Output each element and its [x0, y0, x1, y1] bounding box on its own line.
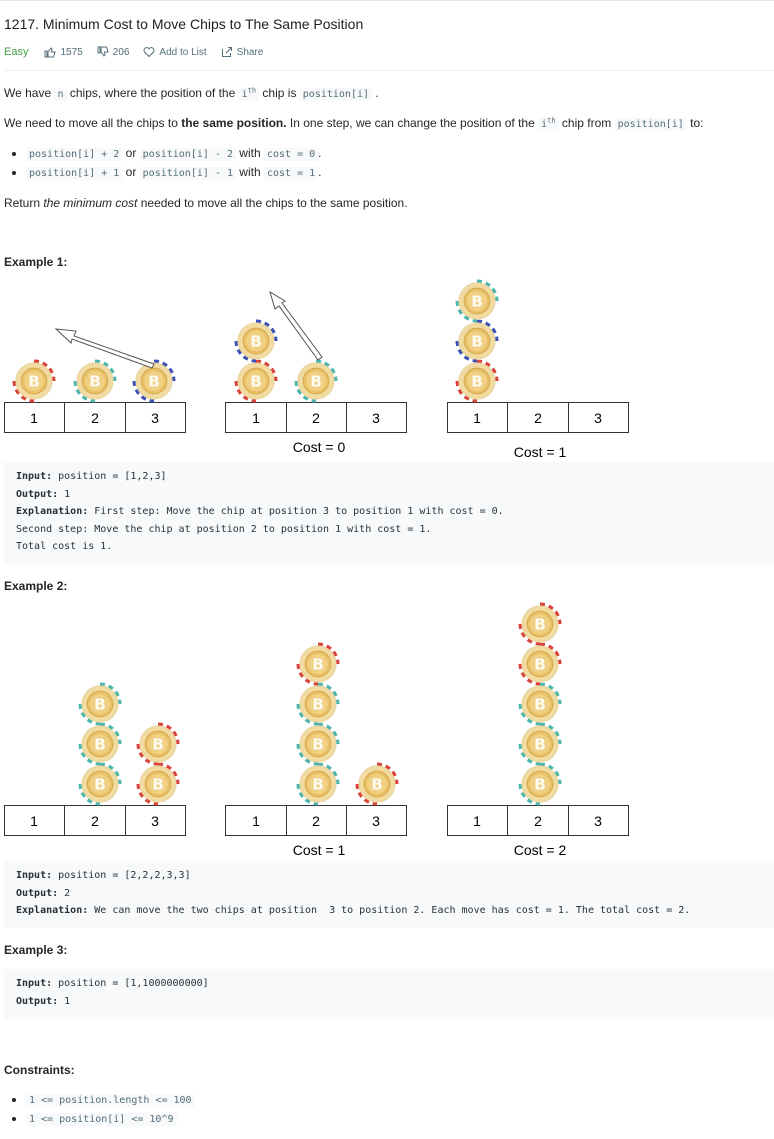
description-paragraph-2: We need to move all the chips to the sam…	[4, 116, 704, 131]
code-position: position[i]	[614, 118, 687, 131]
bitcoin-chip-icon	[518, 682, 562, 726]
cell-label: 1	[473, 410, 481, 426]
share-button[interactable]: Share	[221, 46, 264, 58]
bitcoin-chip-icon	[78, 722, 122, 766]
position-table: 1 2 3	[447, 805, 629, 836]
bitcoin-chip-icon	[234, 359, 278, 403]
bitcoin-chip-icon	[136, 722, 180, 766]
problem-meta-bar: Easy 1575 206 Add to List Share	[4, 44, 277, 60]
cell-label: 1	[30, 410, 38, 426]
cell-label: 2	[534, 813, 542, 829]
description-paragraph-1: We have n chips, where the position of t…	[4, 86, 379, 101]
bitcoin-chip-icon	[296, 682, 340, 726]
cell-label: 3	[372, 813, 380, 829]
header-divider	[4, 70, 774, 71]
cost-caption: Cost = 0	[293, 439, 346, 455]
code-n: n	[54, 88, 67, 101]
heart-icon	[143, 47, 155, 58]
bitcoin-chip-icon	[518, 762, 562, 806]
cell-label: 3	[151, 813, 159, 829]
thumbs-down-icon	[97, 46, 109, 57]
example-1-heading: Example 1:	[4, 255, 68, 269]
like-button[interactable]: 1575	[44, 46, 83, 58]
code-i: ith	[238, 87, 260, 101]
position-table: 1 2 3	[225, 402, 407, 433]
code-position: position[i]	[299, 88, 373, 101]
bitcoin-chip-icon	[518, 722, 562, 766]
list-item: 1 <= position[i] <= 10^9	[26, 1109, 195, 1128]
problem-title: 1217. Minimum Cost to Move Chips to The …	[4, 16, 364, 32]
move-rules-list: position[i] + 2 or position[i] - 2 with …	[4, 144, 322, 182]
bitcoin-chip-icon	[73, 359, 117, 403]
move-arrow-icon	[54, 328, 155, 369]
bitcoin-chip-icon	[455, 319, 499, 363]
dislike-count: 206	[112, 46, 130, 58]
cell-label: 3	[594, 410, 602, 426]
cost-caption: Cost = 2	[514, 842, 567, 858]
cell-label: 3	[372, 410, 380, 426]
cost-caption: Cost = 1	[293, 842, 346, 858]
bitcoin-chip-icon	[136, 762, 180, 806]
share-label: Share	[236, 46, 264, 58]
like-count: 1575	[60, 46, 83, 58]
bitcoin-chip-icon	[455, 359, 499, 403]
bitcoin-chip-icon	[294, 359, 338, 403]
code-i: ith	[538, 117, 559, 131]
position-table: 1 2 3	[4, 805, 186, 836]
example-3-code-block: Input: position = [1,1000000000] Output:…	[4, 969, 774, 1019]
add-to-list-label: Add to List	[159, 46, 207, 58]
example-1-diagram: B 1 2 3 1 2 3	[4, 279, 629, 460]
cell-label: 2	[91, 813, 99, 829]
cell-label: 2	[534, 410, 542, 426]
bitcoin-chip-icon	[132, 359, 176, 403]
position-table: 1 2 3	[4, 402, 186, 433]
bitcoin-chip-icon	[12, 359, 56, 403]
share-icon	[221, 47, 232, 57]
difficulty-badge: Easy	[4, 46, 29, 58]
bitcoin-chip-icon	[455, 279, 499, 323]
cell-label: 2	[312, 410, 320, 426]
bitcoin-chip-icon	[518, 602, 562, 646]
example-2-code-block: Input: position = [2,2,2,3,3] Output: 2 …	[4, 861, 774, 928]
constraints-heading: Constraints:	[4, 1063, 75, 1077]
constraints-list: 1 <= position.length <= 100 1 <= positio…	[4, 1090, 195, 1128]
position-table: 1 2 3	[225, 805, 407, 836]
cell-label: 1	[252, 410, 260, 426]
example-1-code-block: Input: position = [1,2,3] Output: 1 Expl…	[4, 462, 774, 564]
thumbs-up-icon	[44, 47, 57, 58]
cell-label: 1	[30, 813, 38, 829]
position-table: 1 2 3	[447, 402, 629, 433]
list-item: position[i] + 2 or position[i] - 2 with …	[26, 144, 322, 163]
list-item: 1 <= position.length <= 100	[26, 1090, 195, 1109]
cell-label: 2	[91, 410, 99, 426]
list-item: position[i] + 1 or position[i] - 1 with …	[26, 163, 322, 182]
dislike-button[interactable]: 206	[97, 46, 130, 58]
cell-label: 3	[594, 813, 602, 829]
add-to-list-button[interactable]: Add to List	[143, 46, 207, 58]
cost-caption: Cost = 1	[514, 444, 567, 460]
bitcoin-chip-icon	[355, 762, 399, 806]
example-2-diagram: B 1 2 3 1 2 3 Cost = 1 1 2 3 Cost	[4, 602, 629, 858]
bitcoin-chip-icon	[234, 319, 278, 363]
bitcoin-chip-icon	[296, 762, 340, 806]
top-divider	[0, 0, 774, 1]
example-2-heading: Example 2:	[4, 579, 68, 593]
description-paragraph-3: Return the minimum cost needed to move a…	[4, 196, 408, 210]
bitcoin-chip-icon	[518, 642, 562, 686]
cell-label: 1	[473, 813, 481, 829]
cell-label: 1	[252, 813, 260, 829]
cell-label: 2	[312, 813, 320, 829]
cell-label: 3	[151, 410, 159, 426]
bitcoin-chip-icon	[296, 722, 340, 766]
bitcoin-chip-icon	[78, 682, 122, 726]
bitcoin-chip-icon	[78, 762, 122, 806]
move-arrow-icon	[269, 290, 323, 361]
bitcoin-chip-icon	[296, 642, 340, 686]
example-3-heading: Example 3:	[4, 943, 68, 957]
